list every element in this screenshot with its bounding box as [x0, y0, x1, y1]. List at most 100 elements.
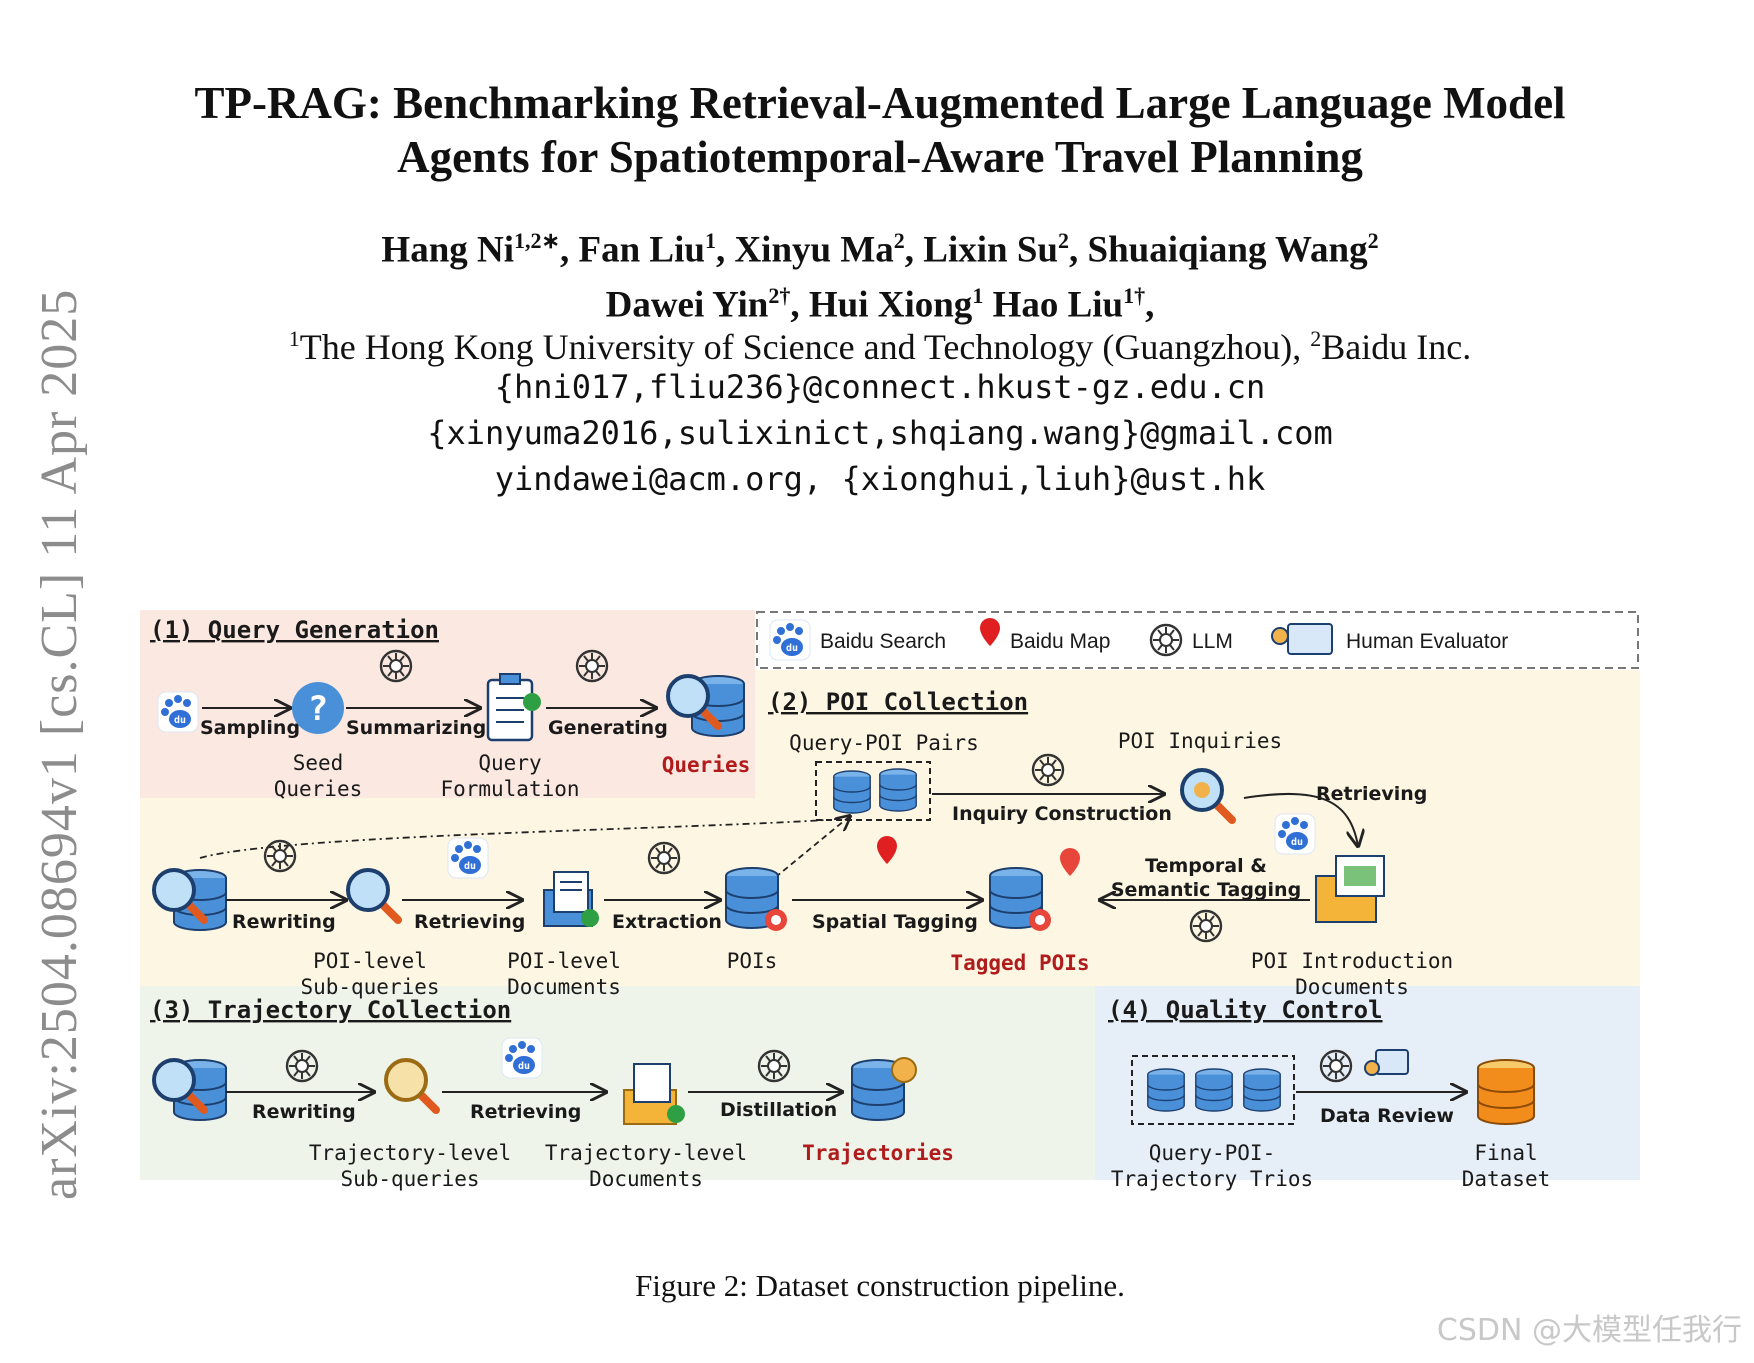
legend-baidu-search: Baidu Search — [820, 630, 946, 653]
llm-icon — [1031, 753, 1065, 787]
pois-database-icon — [725, 867, 787, 931]
edge-sampling: Sampling — [200, 717, 300, 739]
edge-retrieving-top: Retrieving — [1316, 783, 1427, 805]
node-query-formulation: Formulation — [440, 777, 579, 801]
node-queries-output: Queries — [662, 753, 751, 777]
llm-icon — [263, 839, 297, 873]
author-sep: , — [904, 229, 924, 271]
node-trajectory-level: Trajectory-level — [309, 1141, 511, 1165]
csdn-watermark: CSDN @大模型任我行 — [1436, 1313, 1742, 1348]
llm-icon — [1189, 909, 1223, 943]
llm-icon — [647, 841, 681, 875]
node-query: Query — [478, 751, 541, 775]
baidu-search-icon — [447, 837, 489, 879]
node-final-dataset: Dataset — [1462, 1167, 1551, 1191]
author-sup: 1,2∗ — [514, 228, 560, 253]
author-sep: , — [715, 229, 735, 271]
author-sup: 2† — [768, 283, 791, 309]
trajectory-documents-icon — [623, 1063, 685, 1125]
llm-icon — [1319, 1049, 1353, 1083]
database-icon — [1243, 1068, 1281, 1112]
final-dataset-icon — [1477, 1059, 1535, 1125]
node-poi-documents: Documents — [507, 975, 621, 999]
legend-llm: LLM — [1192, 630, 1233, 653]
poi-intro-documents-icon — [1315, 855, 1385, 923]
arxiv-identifier: arXiv:2504.08694v1 [cs.CL] 11 Apr 2025 — [31, 288, 88, 1200]
legend-human-evaluator: Human Evaluator — [1346, 630, 1508, 653]
edge-semantic-tagging: Semantic Tagging — [1111, 879, 1301, 901]
trios-box — [1131, 1055, 1295, 1125]
pipeline-figure: du Baidu Search Baidu Map L — [140, 610, 1640, 1250]
node-query-poi-pairs: Query-POI Pairs — [789, 731, 979, 755]
author-name: Hao Liu — [992, 284, 1124, 326]
author-sup: 2 — [1058, 228, 1069, 253]
llm-icon — [1149, 623, 1183, 657]
baidu-search-icon — [1274, 813, 1316, 855]
section-3-title: (3) Trajectory Collection — [150, 996, 511, 1024]
author-sep: , — [790, 284, 809, 326]
edge-spatial-tagging: Spatial Tagging — [812, 911, 978, 933]
author-sup: 1 — [972, 283, 984, 309]
node-poi-level: POI-level — [313, 949, 427, 973]
email-line: yindawei@acm.org, {xionghui,liuh}@ust.hk — [494, 460, 1266, 498]
author-name: Fan Liu — [578, 229, 705, 271]
authors-line-1: Hang Ni1,2∗, Fan Liu1, Xinyu Ma2, Lixin … — [120, 218, 1640, 273]
author-list: Hang Ni1,2∗, Fan Liu1, Xinyu Ma2, Lixin … — [120, 218, 1640, 329]
edge-generating: Generating — [548, 717, 668, 739]
node-trajectory-level-docs: Trajectory-level — [545, 1141, 747, 1165]
tagged-pois-database-icon — [989, 848, 1080, 931]
section-1-title: (1) Query Generation — [150, 616, 439, 644]
pipeline-diagram: du Baidu Search Baidu Map L — [140, 610, 1640, 1191]
database-icon — [1195, 1068, 1233, 1112]
node-poi-intro-documents: Documents — [1295, 975, 1409, 999]
author-sep: , — [559, 229, 579, 271]
section-2-bg-lower — [140, 798, 1640, 986]
section-2-title: (2) POI Collection — [768, 688, 1028, 716]
section-4-title: (4) Quality Control — [1108, 996, 1383, 1024]
poi-inquiries-icon — [1182, 770, 1232, 820]
edge-rewriting-s3: Rewriting — [252, 1101, 356, 1123]
seed-query-icon: ? — [292, 682, 344, 734]
trajectory-subqueries-icon — [384, 1058, 440, 1114]
author-sup: 2 — [1367, 228, 1379, 253]
node-pois: POIs — [727, 949, 778, 973]
database-icon — [1147, 1068, 1185, 1112]
edge-inquiry-construction: Inquiry Construction — [952, 803, 1172, 825]
node-trajectory-documents: Documents — [589, 1167, 703, 1191]
node-seed-queries: Queries — [274, 777, 363, 801]
llm-icon — [757, 1049, 791, 1083]
author-name: Xinyu Ma — [734, 229, 894, 271]
node-poi-introduction: POI Introduction — [1251, 949, 1453, 973]
edge-extraction: Extraction — [612, 911, 722, 933]
legend-box — [756, 611, 1639, 669]
baidu-map-icon — [877, 836, 897, 864]
node-poi-inquiries: POI Inquiries — [1118, 729, 1282, 753]
edge-retrieving-s3: Retrieving — [470, 1101, 581, 1123]
human-evaluator-icon — [1271, 623, 1333, 655]
title-line-1: TP-RAG: Benchmarking Retrieval-Augmented… — [194, 78, 1566, 128]
edge-summarizing: Summarizing — [346, 717, 486, 739]
node-poi-subqueries: Sub-queries — [300, 975, 439, 999]
author-name: Hang Ni — [381, 229, 515, 271]
author-name: Hui Xiong — [808, 284, 973, 326]
affil-text-2: Baidu Inc. — [1321, 327, 1472, 367]
database-icon — [879, 768, 917, 812]
edge-distillation: Distillation — [720, 1099, 837, 1121]
legend-baidu-map: Baidu Map — [1010, 630, 1110, 653]
affil-text-1: The Hong Kong University of Science and … — [299, 327, 1311, 367]
author-sep: , — [1069, 229, 1088, 271]
authors-line-2: Dawei Yin2†, Hui Xiong1 Hao Liu1†, — [120, 273, 1640, 328]
edge-rewriting: Rewriting — [232, 911, 336, 933]
node-seed: Seed — [293, 751, 344, 775]
llm-icon — [379, 649, 413, 683]
trajectories-database-icon — [851, 1057, 917, 1121]
node-tagged-pois: Tagged POIs — [950, 951, 1089, 975]
author-sup: 1 — [704, 228, 716, 253]
llm-icon — [285, 1049, 319, 1083]
author-sep: , — [1145, 284, 1155, 326]
figure-caption: Figure 2: Dataset construction pipeline. — [635, 1268, 1125, 1303]
node-query-poi: Query-POI- — [1149, 1141, 1275, 1165]
paper-title: TP-RAG: Benchmarking Retrieval-Augmented… — [120, 76, 1640, 184]
email-list: {hni017,fliu236}@connect.hkust-gz.edu.cn… — [120, 364, 1640, 502]
node-final: Final — [1474, 1141, 1537, 1165]
